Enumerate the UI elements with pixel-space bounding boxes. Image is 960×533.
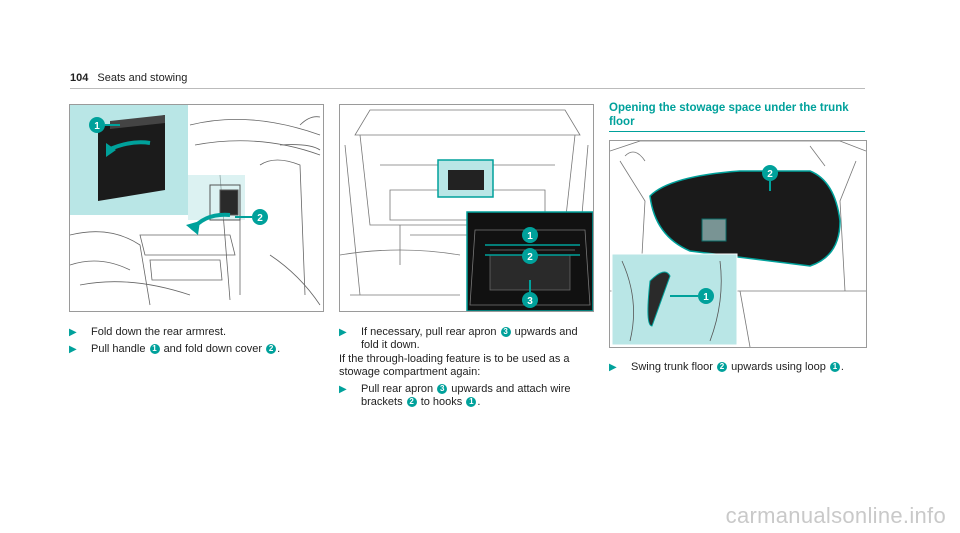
armrest-illustration: 1 2: [70, 105, 321, 306]
callout-2: 2: [522, 248, 538, 264]
svg-text:2: 2: [257, 213, 263, 224]
step-arrow-icon: ▶: [339, 384, 347, 395]
step-swing-floor: ▶ Swing trunk floor 2 upwards using loop…: [609, 361, 865, 374]
trunk-floor-illustration: 2 1: [610, 141, 866, 347]
step-text: Fold down the rear armrest.: [91, 326, 227, 338]
callout-badge: 2: [717, 362, 727, 372]
figure-trunk-floor: 2 1: [609, 140, 867, 348]
step-pull-apron: ▶ If necessary, pull rear apron 3 upward…: [339, 326, 594, 352]
step-arrow-icon: ▶: [69, 344, 77, 355]
svg-text:3: 3: [527, 296, 533, 307]
callout-badge: 1: [829, 362, 840, 372]
callout-3: 3: [522, 280, 538, 308]
callout-2: 2: [235, 209, 268, 225]
callout-2: 2: [762, 165, 778, 191]
svg-text:1: 1: [527, 231, 533, 242]
figure-rear-apron: 1 2 3: [339, 104, 594, 312]
header-rule: [70, 88, 865, 89]
section-name: Seats and stowing: [97, 72, 188, 84]
callout-badge: 2: [266, 344, 277, 354]
apron-illustration: 1 2 3: [340, 109, 593, 311]
callout-badge: 2: [406, 397, 417, 407]
step-arrow-icon: ▶: [609, 362, 617, 373]
svg-text:1: 1: [703, 292, 709, 303]
through-loading-note: If the through-loading feature is to be …: [339, 353, 570, 378]
step-text: Swing trunk floor 2 upwards using loop 1…: [631, 361, 844, 373]
section-title: Opening the stowage space under the trun…: [609, 102, 849, 128]
step-attach-brackets: ▶ Pull rear apron 3 upwards and attach w…: [339, 383, 594, 409]
callout-badge: 3: [437, 384, 448, 394]
svg-text:1: 1: [94, 121, 100, 132]
watermark: carmanualsonline.info: [725, 503, 946, 528]
step-text: Pull rear apron 3 upwards and attach wir…: [361, 383, 571, 408]
callout-badge: 3: [500, 327, 511, 337]
page-header: 104 Seats and stowing: [70, 72, 187, 84]
callout-1: 1: [670, 288, 714, 304]
figure-rear-armrest: 1 2: [69, 104, 324, 312]
callout-1: 1: [89, 117, 120, 133]
page-number: 104: [70, 72, 89, 84]
callout-badge: 1: [466, 397, 477, 407]
section-rule: [609, 131, 865, 132]
svg-text:2: 2: [527, 252, 533, 263]
callout-badge: 1: [149, 344, 160, 354]
step-pull-handle: ▶ Pull handle 1 and fold down cover 2.: [69, 343, 322, 356]
svg-text:2: 2: [767, 169, 773, 180]
step-arrow-icon: ▶: [69, 327, 77, 338]
step-fold-armrest: ▶ Fold down the rear armrest.: [69, 326, 322, 339]
callout-1: 1: [522, 227, 538, 243]
step-text: Pull handle 1 and fold down cover 2.: [91, 343, 281, 355]
step-arrow-icon: ▶: [339, 327, 347, 338]
step-text: If necessary, pull rear apron 3 upwards …: [361, 326, 578, 351]
